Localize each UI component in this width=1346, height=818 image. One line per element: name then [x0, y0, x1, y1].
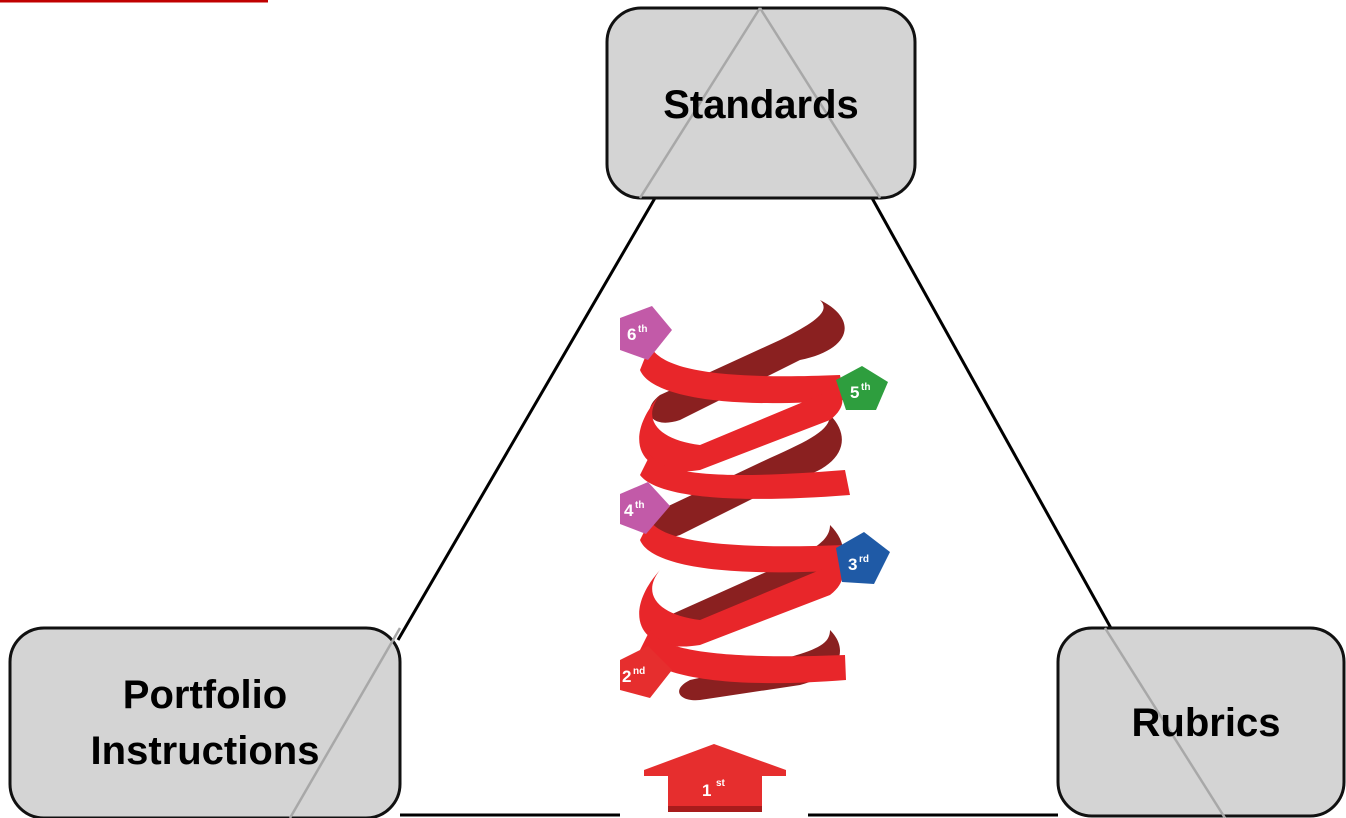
step-5-number: 5 [850, 383, 859, 402]
step-2-suffix: nd [633, 666, 645, 677]
node-portfolio-label-line2: Instructions [91, 729, 320, 773]
connector-left [396, 197, 657, 641]
helix-step-badges: 6 th 5 th 4 th 3 rd [620, 306, 890, 812]
step-6-number: 6 [627, 325, 636, 344]
step-4-number: 4 [624, 501, 634, 520]
step-badge-6: 6 th [620, 306, 672, 360]
step-badge-1: 1 st [644, 744, 786, 812]
step-5-suffix: th [861, 382, 870, 393]
step-1-suffix: st [716, 778, 726, 789]
step-badge-2: 2 nd [620, 646, 672, 698]
connector-right [870, 197, 1114, 631]
step-badge-3: 3 rd [836, 532, 890, 584]
step-3-suffix: rd [859, 554, 869, 565]
node-portfolio-label-line1: Portfolio [123, 673, 287, 717]
helix-graphic: 6 th 5 th 4 th 3 rd [620, 300, 890, 812]
step-4-suffix: th [635, 500, 644, 511]
step-badge-4: 4 th [620, 482, 670, 534]
step-6-suffix: th [638, 324, 647, 335]
step-3-number: 3 [848, 555, 857, 574]
step-2-number: 2 [622, 667, 631, 686]
node-standards-label: Standards [663, 83, 859, 127]
node-rubrics-label: Rubrics [1132, 701, 1281, 745]
node-standards: Standards [605, 6, 917, 200]
node-rubrics: Rubrics [1056, 626, 1346, 818]
step-badge-5: 5 th [836, 366, 888, 410]
helix-front-strands [639, 345, 850, 684]
node-portfolio-instructions: Portfolio Instructions [8, 626, 402, 818]
triangle-connectors [396, 197, 1114, 817]
step-1-number: 1 [702, 781, 711, 800]
